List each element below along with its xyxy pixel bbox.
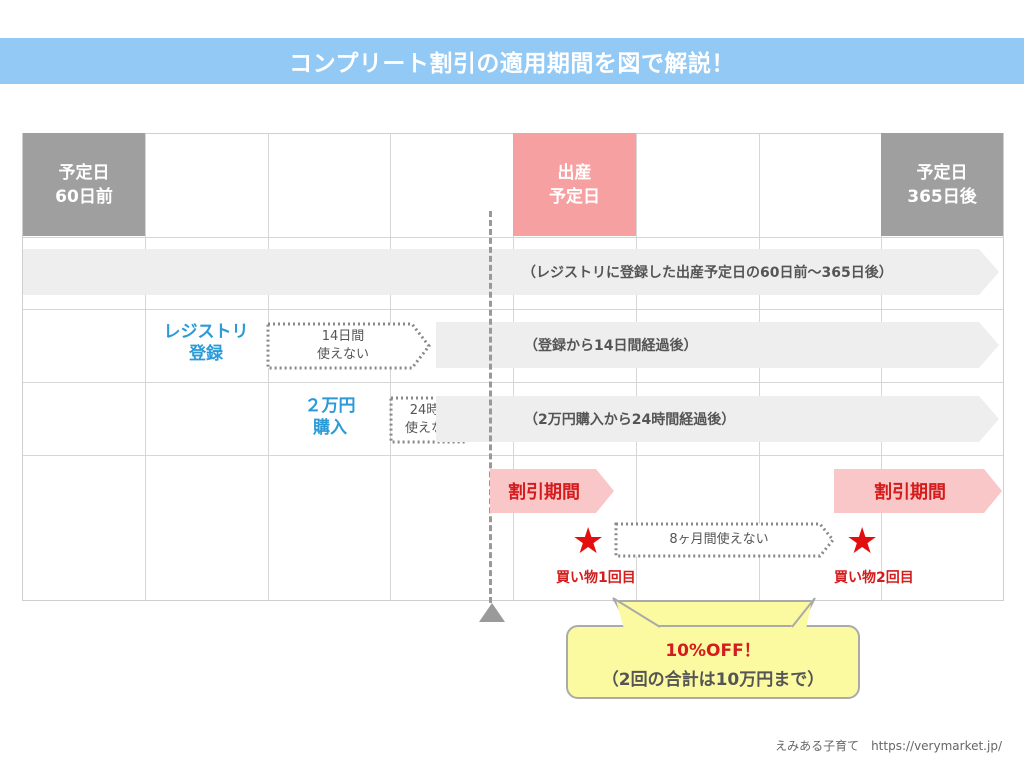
callout-limit-note: （2回の合計は10万円まで） [601, 670, 825, 690]
star-icon: ★ [572, 521, 605, 562]
discount-period-2: 割引期間 [834, 469, 1002, 513]
header-365-days-after: 予定日 365日後 [881, 133, 1003, 236]
grid-line [23, 382, 1003, 383]
no-use-14-days-arrow: 14日間 使えない [266, 322, 432, 370]
header-60-days-before: 予定日 60日前 [23, 133, 145, 236]
after-14-days-text: （登録から14日間経過後） [524, 338, 698, 354]
star-icon: ★ [846, 521, 879, 562]
page-title: コンプリート割引の適用期間を図で解説！ [289, 51, 735, 77]
dotted-arrow-outline [614, 522, 835, 558]
after-24-hours-arrow: （2万円購入から24時間経過後） [436, 396, 999, 442]
registry-period-text: （レジストリに登録した出産予定日の60日前〜365日後） [522, 265, 893, 281]
purchase-2-label: 買い物2回目 [834, 570, 914, 586]
source-credit: えみある子育て https://verymarket.jp/ [775, 739, 1002, 753]
dotted-arrow-outline [266, 322, 431, 370]
today-marker-line [489, 211, 492, 603]
title-bar: コンプリート割引の適用期間を図で解説！ [0, 38, 1024, 84]
grid-line [23, 237, 1003, 238]
discount-callout: 10%OFF！ （2回の合計は10万円まで） [566, 625, 860, 699]
after-14-days-arrow: （登録から14日間経過後） [436, 322, 999, 368]
no-use-8-months-text: 8ヶ月間使えない [669, 532, 769, 547]
purchase-20000-label: ２万円 購入 [304, 396, 356, 438]
header-due-date: 出産 予定日 [513, 133, 636, 236]
grid-line [23, 455, 1003, 456]
callout-discount-rate: 10%OFF！ [665, 641, 761, 661]
grid-line [23, 309, 1003, 310]
no-use-8-months-arrow: 8ヶ月間使えない [614, 522, 836, 558]
registration-label: レジストリ 登録 [163, 322, 249, 364]
purchase-1-label: 買い物1回目 [556, 570, 636, 586]
discount-period-1: 割引期間 [490, 469, 614, 513]
after-24-hours-text: （2万円購入から24時間経過後） [524, 412, 736, 428]
grid-line [145, 134, 146, 600]
registry-period-arrow: （レジストリに登録した出産予定日の60日前〜365日後） [23, 249, 999, 295]
no-use-14-days-text: 14日間 使えない [316, 329, 369, 362]
triangle-marker-icon [479, 603, 505, 622]
